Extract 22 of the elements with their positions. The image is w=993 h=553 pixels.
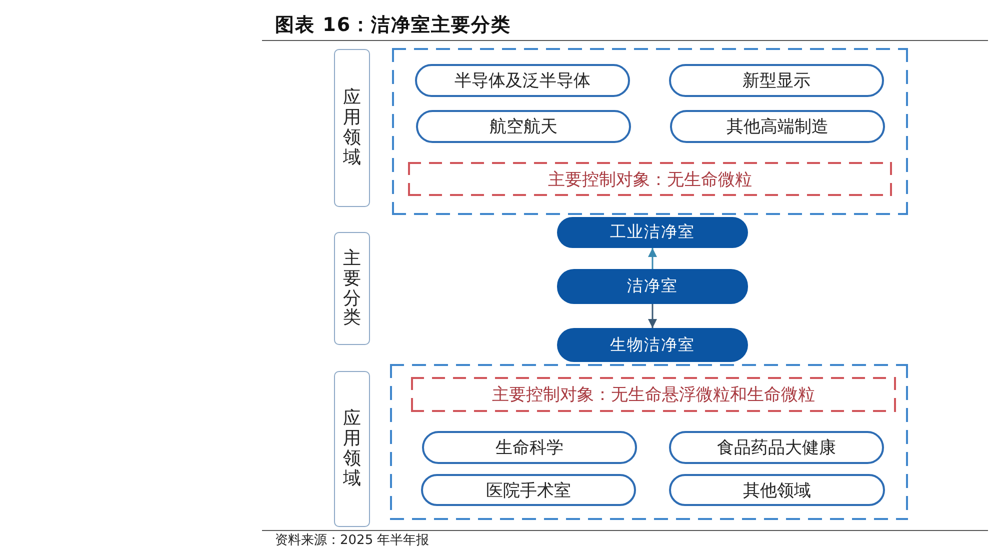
filled-pill: 工业洁净室 bbox=[557, 217, 748, 248]
dashed-note-box: 主要控制对象：无生命微粒 bbox=[408, 162, 892, 196]
outlined-pill: 其他领域 bbox=[669, 474, 885, 506]
outlined-pill: 医院手术室 bbox=[421, 474, 636, 506]
outlined-pill: 其他高端制造 bbox=[670, 110, 885, 143]
dashed-note-box: 主要控制对象：无生命悬浮微粒和生命微粒 bbox=[411, 377, 896, 412]
arrow bbox=[648, 304, 657, 328]
outlined-pill: 生命科学 bbox=[422, 431, 637, 464]
side-label-box: 主要分类 bbox=[334, 232, 370, 345]
filled-pill: 洁净室 bbox=[557, 269, 748, 304]
outlined-pill: 航空航天 bbox=[416, 110, 631, 143]
outlined-pill: 半导体及泛半导体 bbox=[415, 64, 630, 97]
dashed-frame bbox=[392, 48, 908, 215]
figure-title: 图表 16：洁净室主要分类 bbox=[275, 13, 512, 38]
arrow bbox=[648, 248, 657, 269]
dashed-frame bbox=[390, 364, 908, 520]
source-note: 资料来源：2025 年半年报 bbox=[275, 532, 430, 549]
outlined-pill: 新型显示 bbox=[669, 64, 884, 97]
outlined-pill: 食品药品大健康 bbox=[669, 431, 884, 464]
side-label-box: 应用领域 bbox=[334, 371, 370, 527]
filled-pill: 生物洁净室 bbox=[557, 328, 748, 362]
side-label-box: 应用领域 bbox=[334, 49, 370, 207]
